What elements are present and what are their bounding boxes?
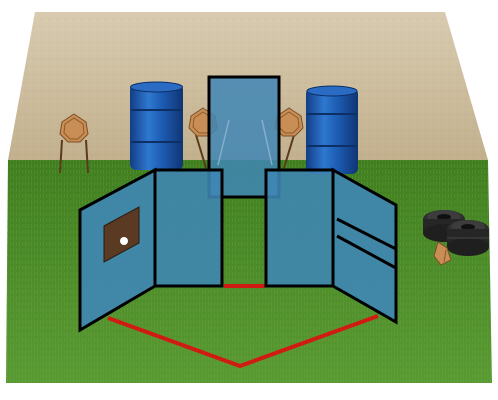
standing-target-left — [59, 113, 89, 174]
barrel-left — [130, 81, 183, 170]
barrel-right — [306, 85, 358, 174]
right-panel — [264, 168, 335, 288]
standing-target-small — [433, 241, 452, 266]
left-door — [78, 167, 157, 333]
tire-stack — [423, 210, 489, 256]
right-angled-panel — [331, 167, 398, 325]
left-panel — [153, 168, 224, 288]
door-window — [103, 206, 140, 263]
fault-line — [107, 284, 379, 368]
door-knob — [120, 237, 128, 245]
